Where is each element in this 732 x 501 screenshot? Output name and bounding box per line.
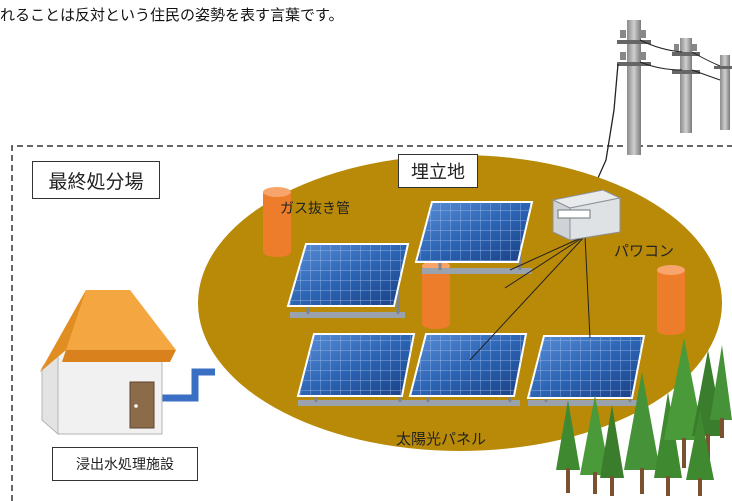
gas-vent-pipe [657, 265, 685, 335]
utility-pole [672, 38, 700, 133]
leachate-facility-label: 浸出水処理施設 [52, 447, 198, 481]
utility-pole [714, 55, 732, 130]
solar-panel [286, 243, 410, 318]
landfill-site-label: 最終処分場 [32, 161, 160, 199]
utility-pole [617, 20, 651, 155]
tree [580, 395, 610, 494]
leachate-treatment-building [40, 290, 176, 436]
gas-vent-pipe [263, 187, 291, 257]
tree [664, 338, 704, 468]
leachate-pipe [160, 368, 215, 402]
panel-wiring [469, 235, 591, 361]
tree [600, 405, 624, 496]
utility-poles [617, 20, 732, 155]
power-conditioner-unit [551, 189, 622, 241]
solar-panel-label: 太陽光パネル [396, 430, 487, 448]
forest [556, 338, 732, 496]
tree [710, 345, 732, 438]
gas-vent-pipe-label: ガス抜き管 [280, 201, 350, 217]
tree [686, 410, 714, 496]
solar-panel [408, 333, 528, 406]
tree [556, 400, 580, 493]
tree [624, 372, 660, 494]
power-conditioner-label: パワコン [614, 242, 675, 260]
caption-fragment: れることは反対という住民の姿勢を表す言葉です。 [0, 6, 344, 24]
site-boundary [11, 145, 732, 501]
solar-panel-array [286, 201, 646, 406]
solar-panel [296, 333, 416, 406]
reclaimed-land-label: 埋立地 [398, 154, 478, 188]
solar-panel [526, 335, 646, 406]
solar-panel [414, 201, 534, 274]
